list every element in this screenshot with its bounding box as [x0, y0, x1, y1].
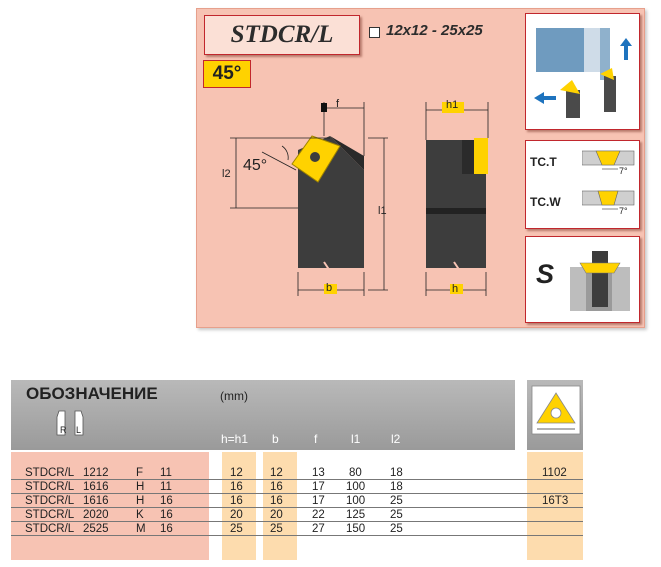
workpiece-icon	[536, 28, 584, 72]
feed-up-arrow-icon	[620, 38, 632, 60]
tc-t-label: TC.T	[530, 155, 557, 169]
triangle-insert-header-icon	[531, 385, 581, 435]
col-header-h-h1: h=h1	[221, 432, 249, 446]
designation-heading: ОБОЗНАЧЕНИЕ	[26, 384, 158, 403]
insert-side-view-icon	[474, 138, 488, 174]
tc-w-angle: 7°	[619, 206, 628, 216]
tc-t-insert-icon	[595, 150, 621, 166]
size-range-label: 12x12 - 25x25	[386, 22, 483, 39]
product-code-title: STDCR/L	[204, 15, 360, 55]
feed-left-arrow-icon	[534, 92, 556, 104]
col-header-l1: l1	[351, 432, 361, 446]
insert-code: 1102	[542, 467, 567, 479]
h-column-highlight	[222, 452, 256, 560]
hand-rl-icon	[56, 410, 84, 436]
tc-w-insert-icon	[597, 190, 619, 206]
col-header-b: b	[272, 432, 279, 446]
clamping-system-s-label: S	[536, 259, 555, 289]
tool-technical-drawing	[230, 102, 489, 296]
designation-column-bg	[11, 452, 209, 560]
approach-angle-label: 45°	[243, 157, 268, 174]
dim-f-label: f	[336, 98, 340, 110]
dim-h-label: h	[452, 283, 459, 295]
b-column-highlight	[263, 452, 297, 560]
dim-h1-label: h1	[446, 99, 459, 111]
square-shank-icon	[369, 27, 380, 38]
col-header-l2: l2	[391, 432, 401, 446]
tc-t-angle: 7°	[619, 166, 628, 176]
left-hand-label: L	[76, 425, 82, 435]
insert-hole-icon	[310, 152, 320, 162]
dim-l1-label: l1	[378, 205, 387, 217]
tc-w-label: TC.W	[530, 195, 561, 209]
insert-code: 16T3	[542, 495, 569, 507]
right-hand-label: R	[60, 425, 67, 435]
insert-clamp-types-box: TC.T TC.W 7° 7°	[525, 140, 640, 229]
clamp-screw-icon	[592, 251, 608, 307]
table-header	[11, 380, 515, 450]
machining-direction-box	[525, 13, 640, 130]
angle-badge: 45°	[203, 60, 251, 88]
insert-column-highlight	[527, 452, 583, 560]
clamping-system-box: S	[525, 236, 640, 323]
col-header-f: f	[314, 432, 318, 446]
dim-l2-label: l2	[222, 168, 231, 180]
dim-b-label: b	[326, 282, 333, 294]
unit-label: (mm)	[220, 389, 248, 403]
